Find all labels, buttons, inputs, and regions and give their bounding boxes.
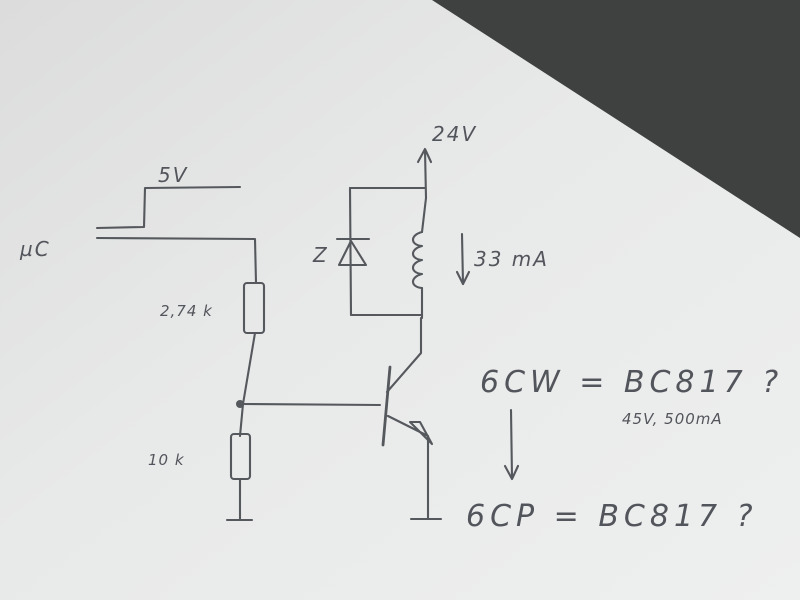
- input-pulse-waveform: [95, 185, 258, 285]
- resistor-bottom-label: 10 k: [148, 451, 185, 469]
- note-line-1: 6CW = BC817 ?: [480, 365, 783, 400]
- microcontroller-label: µC: [19, 237, 51, 261]
- npn-transistor: [381, 316, 434, 520]
- note-line-2: 6CP = BC817 ?: [466, 499, 758, 534]
- supply-5v-label: 5V: [158, 163, 188, 187]
- base-wire: [238, 402, 382, 407]
- note-line-1-specs: 45V, 500mA: [622, 410, 723, 428]
- current-arrow: [455, 232, 471, 286]
- flyback-diode: [335, 237, 371, 267]
- zener-mark: Z: [312, 243, 329, 267]
- relay-coil: [411, 196, 428, 320]
- resistor-top-label: 2,74 k: [160, 302, 213, 320]
- coil-current-label: 33 mA: [474, 247, 549, 271]
- supply-24v-label: 24V: [432, 122, 477, 146]
- derivation-arrow: [503, 408, 520, 481]
